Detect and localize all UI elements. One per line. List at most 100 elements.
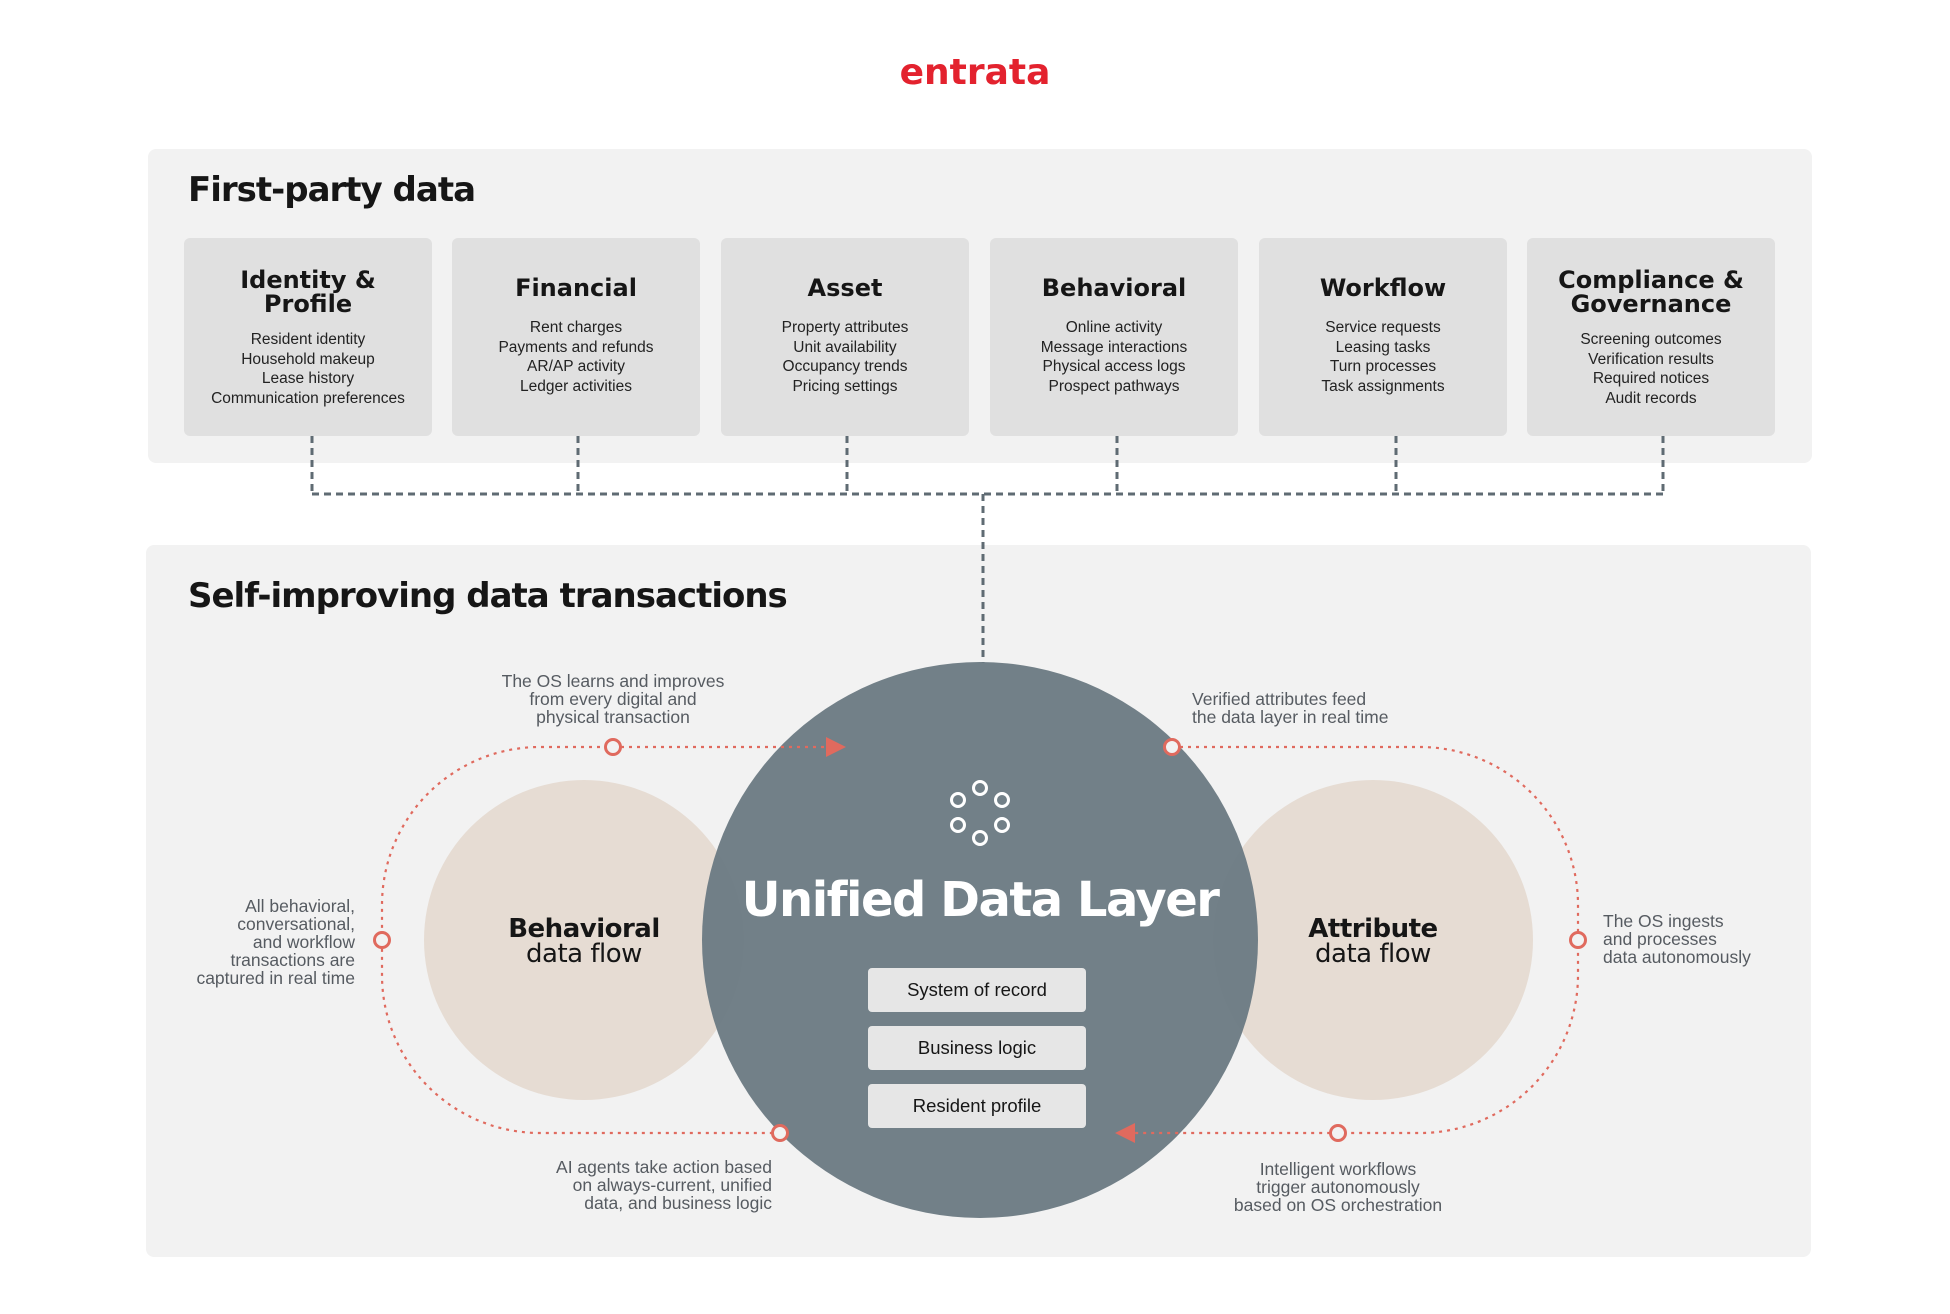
card-item: Audit records [1605, 389, 1697, 407]
annotation-line: and workflow [252, 932, 355, 952]
card-item: Occupancy trends [782, 358, 908, 375]
card-item: Screening outcomes [1580, 331, 1722, 348]
card-item: Verification results [1588, 350, 1714, 368]
annotation-line: data, and business logic [584, 1193, 772, 1213]
card-title-line: Workflow [1319, 274, 1447, 302]
annotation-line: Verified attributes feed [1192, 689, 1367, 709]
card-title: Compliance &Governance [1527, 268, 1775, 316]
card-item: Prospect pathways [1048, 377, 1180, 395]
card-title-line: Financial [515, 274, 637, 302]
unified-data-layer-title: Unified Data Layer [741, 872, 1220, 928]
card-item: Communication preferences [211, 389, 405, 407]
card-title: Workflow [1259, 276, 1507, 300]
card-title: Financial [452, 276, 700, 300]
annotation-line: and processes [1603, 929, 1717, 949]
behavioral-flow-circle [424, 780, 744, 1100]
card-item: Rent charges [529, 319, 623, 336]
annotation-line: conversational, [237, 914, 355, 934]
card-item: Lease history [261, 370, 355, 387]
card-item: Ledger activities [519, 377, 632, 395]
flow-node-top-right [1163, 738, 1181, 756]
card-item: Unit availability [793, 338, 897, 356]
flow-node-bottom-left [771, 1124, 789, 1142]
card-item: Leasing tasks [1335, 338, 1431, 356]
card-title-line: Profile [263, 290, 353, 318]
flow-node-top-left [604, 738, 622, 756]
attribute-flow-label: Attribute data flow [1308, 914, 1438, 969]
annotation-line: The OS learns and improves [501, 671, 725, 691]
annotation-line: All behavioral, [245, 896, 355, 916]
card-item: Service requests [1325, 319, 1441, 336]
card-item: Resident identity [250, 331, 366, 348]
behavioral-flow-label: Behavioral data flow [508, 914, 660, 969]
unified-data-layer-circle [702, 662, 1258, 1218]
arrow-left-icon [1115, 1123, 1135, 1143]
annotation-line: physical transaction [536, 707, 690, 727]
transactions-title: Self-improving data transactions [188, 576, 788, 616]
business-logic-pill: Business logic [868, 1026, 1086, 1070]
card-title-line: Asset [807, 274, 883, 302]
card-title: Identity &Profile [184, 268, 432, 316]
ring-dots-icon [950, 780, 1010, 846]
right-flow-loop [1125, 745, 1580, 1135]
card-title: Behavioral [990, 276, 1238, 300]
card-title: Asset [721, 276, 969, 300]
annotation-line: The OS ingests [1603, 911, 1724, 931]
left-flow-loop [380, 745, 840, 1135]
annotation-line: from every digital and [529, 689, 697, 709]
first-party-title: First-party data [188, 170, 476, 210]
annotation-line: based on OS orchestration [1233, 1195, 1443, 1215]
card-item: Property attributes [781, 319, 909, 336]
annotation-line: captured in real time [196, 968, 355, 988]
annotation-line: transactions are [230, 950, 355, 970]
card-item: Payments and refunds [498, 338, 654, 356]
annotation-line: trigger autonomously [1256, 1177, 1420, 1197]
system-of-record-pill: System of record [868, 968, 1086, 1012]
card-item: Online activity [1065, 319, 1163, 336]
attribute-flow-circle [1213, 780, 1533, 1100]
flow-node-bottom-right [1329, 1124, 1347, 1142]
annotation-line: Intelligent workflows [1259, 1159, 1417, 1179]
card-title-line: Behavioral [1041, 274, 1187, 302]
entrata-logo: entrata [899, 52, 1051, 93]
resident-profile-pill: Resident profile [868, 1084, 1086, 1128]
connector-lines [310, 436, 1665, 663]
card-item: Task assignments [1321, 377, 1445, 395]
annotation-line: data autonomously [1603, 947, 1751, 967]
flow-node-left [373, 931, 391, 949]
annotation-left: All behavioral,conversational,and workfl… [150, 897, 355, 987]
card-item: Turn processes [1329, 358, 1437, 375]
card-item: Physical access logs [1042, 358, 1186, 375]
arrow-right-icon [826, 737, 846, 757]
card-title-line: Identity & [240, 266, 376, 294]
annotation-line: the data layer in real time [1192, 707, 1389, 727]
card-item: Required notices [1592, 370, 1710, 387]
annotation-line: AI agents take action based [556, 1157, 772, 1177]
card-title-line: Governance [1570, 290, 1732, 318]
card-item: Message interactions [1040, 338, 1188, 356]
card-item: Pricing settings [792, 377, 898, 395]
card-item: AR/AP activity [527, 358, 625, 375]
flow-node-right [1569, 931, 1587, 949]
card-title-line: Compliance & [1558, 266, 1744, 294]
card-item: Household makeup [241, 350, 375, 368]
annotation-line: on always-current, unified [572, 1175, 772, 1195]
